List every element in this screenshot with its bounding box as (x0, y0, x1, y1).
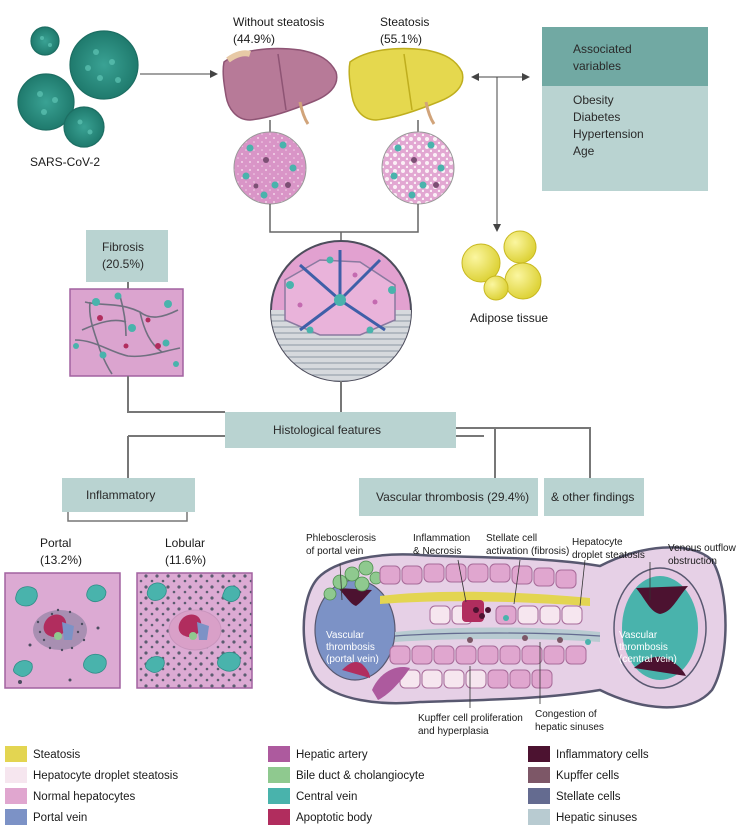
adipose-tissue-icon (461, 230, 542, 301)
legend-label-normal-hepatocytes: Normal hepatocytes (33, 791, 136, 803)
fibrosis-title: Fibrosis (102, 240, 144, 254)
associated-header-1: Associated (573, 42, 632, 56)
healthy-liver-icon (222, 47, 338, 125)
ann-congestion-2: hepatic sinuses (535, 722, 604, 733)
legend-label-inflammatory-cells: Inflammatory cells (556, 749, 649, 761)
assoc-item-age: Age (573, 144, 595, 158)
legend-swatch-portal-vein (5, 809, 27, 825)
without-steatosis-title: Without steatosis (233, 15, 324, 29)
sars-cov-2-virus-icon (17, 26, 139, 148)
portal-inflammation-square (4, 572, 121, 689)
ann-vt-central-3: (central vein) (619, 654, 677, 665)
legend-swatch-kupffer-cells (528, 767, 550, 783)
ann-vt-central-2: thrombosis (619, 642, 668, 653)
assoc-item-obesity: Obesity (573, 93, 614, 107)
legend-swatch-hepatocyte-droplet (5, 767, 27, 783)
ann-vt-portal-2: thrombosis (326, 642, 375, 653)
ann-phlebo-2: of portal vein (306, 546, 363, 557)
other-findings-label: & other findings (551, 490, 634, 504)
legend: Steatosis Hepatocyte droplet steatosis N… (5, 746, 649, 825)
ann-vt-portal-1: Vascular (326, 630, 365, 641)
legend-swatch-normal-hepatocytes (5, 788, 27, 804)
ann-kupffer-1: Kupffer cell proliferation (418, 713, 523, 724)
ann-inflam-2: & Necrosis (413, 546, 461, 557)
inflammatory-box (62, 478, 195, 512)
fibrosis-tissue-square (69, 288, 184, 377)
virus-label: SARS-CoV-2 (30, 155, 100, 169)
legend-label-hepatocyte-droplet: Hepatocyte droplet steatosis (33, 770, 178, 782)
legend-swatch-steatosis (5, 746, 27, 762)
ann-vt-central-1: Vascular (619, 630, 658, 641)
inflammatory-label: Inflammatory (86, 488, 155, 502)
ann-kupffer-2: and hyperplasia (418, 726, 489, 737)
ann-inflam-1: Inflammation (413, 533, 470, 544)
lobular-pct: (11.6%) (165, 553, 206, 567)
without-steatosis-pct: (44.9%) (233, 32, 275, 46)
other-findings-box (544, 478, 644, 516)
vascular-label: Vascular thrombosis (29.4%) (376, 490, 529, 504)
ann-vt-portal-3: (portal vein) (326, 654, 379, 665)
legend-label-portal-vein: Portal vein (33, 812, 87, 824)
associated-header-2: variables (573, 59, 621, 73)
ann-stellate-2: activation (fibrosis) (486, 546, 569, 557)
steatotic-liver-histology-circle (381, 131, 455, 205)
steatosis-pct: (55.1%) (380, 32, 422, 46)
legend-label-apoptotic-body: Apoptotic body (296, 812, 372, 824)
ann-phlebo-1: Phlebosclerosis (306, 533, 376, 544)
ann-venous-1: Venous outflow (668, 543, 737, 554)
legend-swatch-apoptotic-body (268, 809, 290, 825)
legend-swatch-hepatic-sinuses (528, 809, 550, 825)
ann-congestion-1: Congestion of (535, 709, 597, 720)
virus-arrowhead (210, 70, 218, 78)
histological-label: Histological features (273, 423, 381, 437)
adipose-label: Adipose tissue (470, 311, 548, 325)
assoc-item-diabetes: Diabetes (573, 110, 620, 124)
vascular-thrombosis-diagram (302, 546, 727, 709)
steatotic-liver-icon (348, 47, 464, 125)
legend-label-steatosis: Steatosis (33, 749, 81, 761)
lobular-title: Lobular (165, 536, 205, 550)
lobular-inflammation-square (136, 572, 253, 689)
ann-venous-2: obstruction (668, 556, 717, 567)
portal-pct: (13.2%) (40, 553, 82, 567)
portal-title: Portal (40, 536, 71, 550)
ann-hepdrop-2: droplet steatosis (572, 550, 645, 561)
ann-stellate-1: Stellate cell (486, 533, 537, 544)
legend-swatch-hepatic-artery (268, 746, 290, 762)
fibrosis-pct: (20.5%) (102, 257, 144, 271)
legend-swatch-bile-duct (268, 767, 290, 783)
fibrosis-box (86, 230, 168, 282)
vascular-thrombosis-box (359, 478, 538, 516)
steatosis-title: Steatosis (380, 15, 429, 29)
histological-features-box (225, 412, 456, 448)
legend-swatch-stellate-cells (528, 788, 550, 804)
legend-swatch-inflammatory-cells (528, 746, 550, 762)
legend-label-hepatic-sinuses: Hepatic sinuses (556, 812, 637, 824)
normal-liver-histology-circle (233, 131, 307, 205)
legend-label-stellate-cells: Stellate cells (556, 791, 621, 803)
legend-swatch-central-vein (268, 788, 290, 804)
legend-label-bile-duct: Bile duct & cholangiocyte (296, 770, 425, 782)
liver-lobule-circle (270, 240, 412, 382)
ann-hepdrop-1: Hepatocyte (572, 537, 623, 548)
legend-label-kupffer-cells: Kupffer cells (556, 770, 619, 782)
associated-variables-box (542, 27, 708, 191)
assoc-item-hypertension: Hypertension (573, 127, 644, 141)
legend-label-hepatic-artery: Hepatic artery (296, 749, 368, 761)
legend-label-central-vein: Central vein (296, 791, 357, 803)
